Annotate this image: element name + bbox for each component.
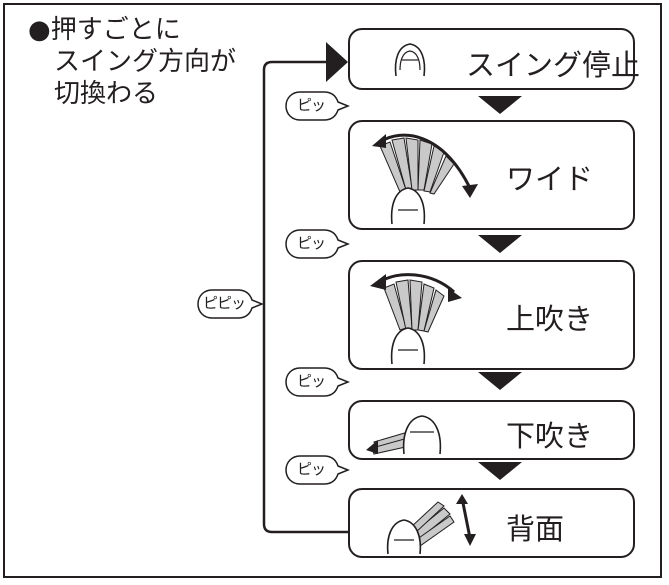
speech-bubble-icon [285, 455, 350, 485]
speech-bubble-icon [285, 367, 350, 397]
beep-bubble-4: ピッ [284, 454, 350, 486]
beep-text-4: ピッ [296, 460, 326, 478]
note-line-3: 切換わる [54, 79, 159, 109]
mode-label-swing-stop: スイング停止 [466, 48, 641, 82]
mode-box-upward: 上吹き [348, 260, 635, 370]
note-line-2: スイング方向が [54, 47, 237, 77]
mode-box-swing-stop: スイング停止 [348, 28, 640, 90]
mode-box-downward: 下吹き [348, 400, 635, 460]
beep-bubble-1: ピッ [284, 90, 350, 122]
mode-label-upward: 上吹き [506, 302, 594, 336]
mode-label-back: 背面 [506, 512, 565, 546]
flow-arrow-3 [478, 372, 522, 390]
flow-arrow-1 [478, 96, 522, 114]
beep-bubble-3: ピッ [284, 366, 350, 398]
beep-text-1: ピッ [296, 96, 326, 114]
wide-swing-icon [372, 133, 478, 225]
beep-text-3: ピッ [296, 372, 326, 390]
upward-swing-icon [370, 273, 462, 365]
swing-note: ●押すごとに スイング方向が 切換わる [28, 14, 236, 110]
back-swing-icon [386, 494, 476, 555]
speech-bubble-icon [285, 229, 350, 259]
mode-box-wide: ワイド [348, 120, 635, 230]
flow-arrow-2 [478, 235, 522, 253]
mode-label-downward: 下吹き [506, 419, 594, 453]
speech-bubble-icon [285, 91, 350, 121]
note-line-1: 押すごとに [50, 15, 181, 45]
mode-label-wide: ワイド [506, 162, 594, 196]
figure-frame [3, 3, 662, 578]
beep-bubble-2: ピッ [284, 228, 350, 260]
speech-bubble-icon [197, 289, 264, 319]
loop-arrowhead [326, 42, 348, 82]
downward-swing-icon [366, 415, 442, 455]
bullet: ● [28, 15, 51, 45]
mode-box-back: 背面 [348, 488, 635, 558]
flow-arrow-4 [478, 462, 522, 480]
beep-text-2: ピッ [296, 234, 326, 252]
unit-stopped-icon [394, 43, 426, 77]
beep-bubble-double: ピピッ [196, 288, 264, 320]
beep-text-double: ピピッ [202, 294, 246, 312]
